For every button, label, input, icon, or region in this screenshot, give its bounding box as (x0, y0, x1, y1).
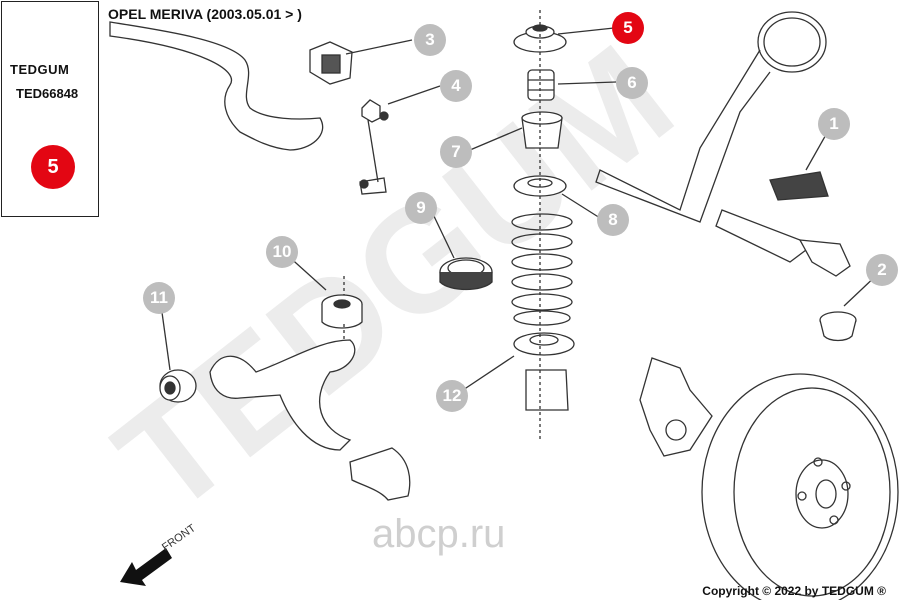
coil-spring (511, 213, 573, 326)
callout-12[interactable]: 12 (436, 380, 468, 412)
callout-10[interactable]: 10 (266, 236, 298, 268)
selected-number-badge: 5 (31, 145, 75, 189)
callout-2[interactable]: 2 (866, 254, 898, 286)
control-arm (209, 339, 356, 451)
part-code: TED66848 (16, 86, 79, 101)
callout-7[interactable]: 7 (440, 136, 472, 168)
callout-9[interactable]: 9 (405, 192, 437, 224)
callout-6[interactable]: 6 (616, 67, 648, 99)
copyright-text: Copyright © 2022 by TEDGUM ® (702, 584, 886, 598)
callout-5[interactable]: 5 (612, 12, 644, 44)
callout-11[interactable]: 11 (143, 282, 175, 314)
callout-1[interactable]: 1 (818, 108, 850, 140)
callout-8[interactable]: 8 (597, 204, 629, 236)
callout-3[interactable]: 3 (414, 24, 446, 56)
logo-text: TEDGUM (10, 62, 70, 77)
callout-4[interactable]: 4 (440, 70, 472, 102)
page-title: OPEL MERIVA (2003.05.01 > ) (108, 6, 302, 22)
info-box: TEDGUM TED66848 5 (1, 1, 99, 217)
front-arrow (120, 548, 172, 586)
stabilizer-bar (109, 21, 324, 151)
site-watermark: abcp.ru (372, 512, 506, 556)
